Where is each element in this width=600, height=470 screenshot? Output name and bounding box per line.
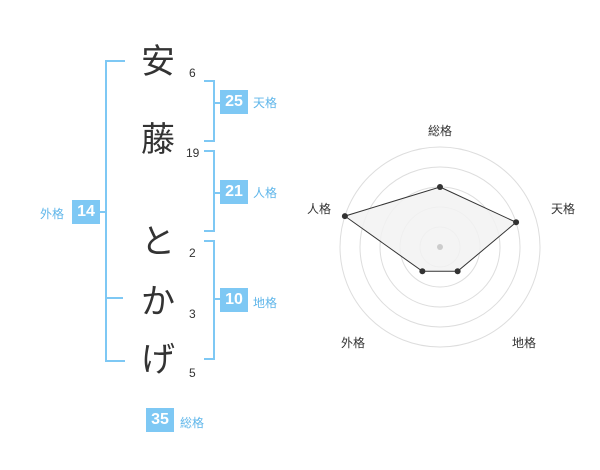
radar-polygon — [343, 186, 518, 272]
tenkaku-bracket — [204, 80, 215, 142]
radar-axis-label-tenkaku: 天格 — [551, 202, 576, 216]
radar-point-3 — [454, 268, 461, 275]
radar-axis-label-jinkaku: 人格 — [307, 202, 332, 216]
jinkaku-label: 人格 — [253, 186, 278, 200]
radar-axis-label-gaikaku: 外格 — [341, 336, 366, 350]
radar-point-5 — [341, 213, 348, 220]
stroke-count-3: 2 — [189, 246, 196, 260]
gaikaku-label: 外格 — [40, 207, 65, 221]
soukaku-label: 総格 — [180, 416, 205, 430]
radar-axis-label-soukaku: 総格 — [428, 124, 453, 138]
tenkaku-label: 天格 — [253, 96, 278, 110]
radar-point-4 — [419, 268, 426, 275]
gaikaku-bracket-inner-tick — [105, 297, 123, 299]
gaikaku-value: 14 — [72, 200, 100, 224]
stroke-count-4: 3 — [189, 307, 196, 321]
jinkaku-connector — [213, 192, 221, 194]
soukaku-value: 35 — [146, 408, 174, 432]
tenkaku-connector — [213, 102, 221, 104]
name-char-1: 安 — [141, 42, 175, 82]
stroke-count-2: 19 — [186, 146, 200, 160]
radar-point-1 — [437, 184, 443, 190]
gaikaku-bracket — [105, 60, 125, 362]
radar-point-2 — [513, 219, 520, 226]
name-char-4: か — [141, 282, 175, 322]
jinkaku-bracket — [204, 150, 215, 232]
radar-center-dot — [437, 244, 443, 250]
name-char-3: と — [141, 222, 175, 262]
name-char-2: 藤 — [141, 120, 175, 160]
name-char-5: げ — [141, 340, 175, 380]
tenkaku-value: 25 — [220, 90, 248, 114]
chikaku-value: 10 — [220, 288, 248, 312]
stroke-count-5: 5 — [189, 366, 196, 380]
gaikaku-connector — [99, 211, 106, 213]
stroke-count-1: 6 — [189, 66, 196, 80]
radar-axis-label-chikaku: 地格 — [512, 336, 537, 350]
chikaku-connector — [213, 298, 221, 300]
jinkaku-value: 21 — [220, 180, 248, 204]
radar-ring-5 — [339, 146, 541, 348]
radar-ring-4 — [359, 166, 521, 328]
chikaku-label: 地格 — [253, 296, 278, 310]
chikaku-bracket — [204, 240, 215, 360]
